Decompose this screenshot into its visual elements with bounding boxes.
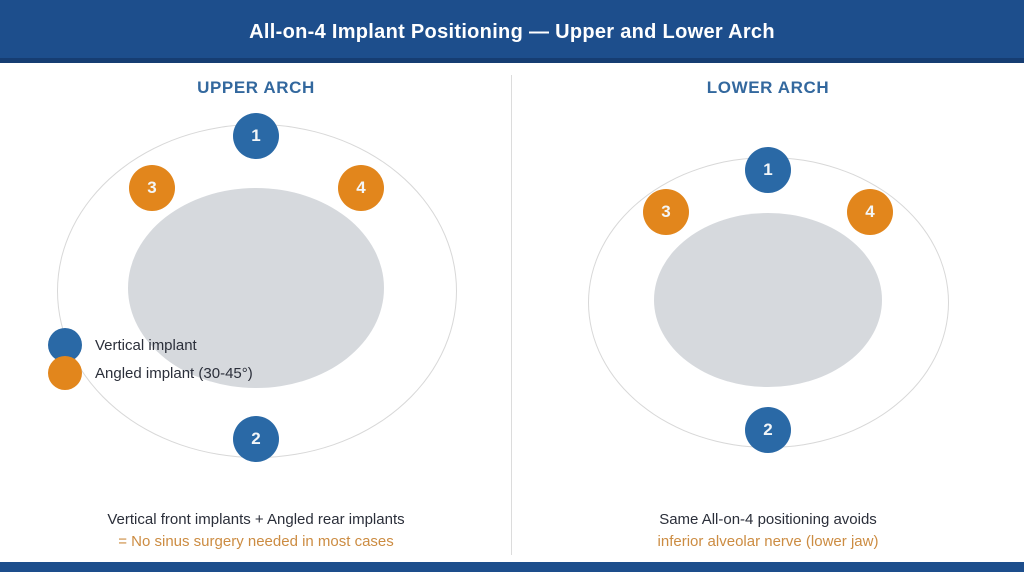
section-title-upper-arch: UPPER ARCH [197,78,315,97]
upper-arch-ridge-ellipse [128,188,384,388]
header-bar: All-on-4 Implant Positioning — Upper and… [0,0,1024,63]
implant-number: 1 [251,126,261,145]
implant-number: 4 [865,202,875,221]
implant-number: 1 [763,160,773,179]
lower-implant-marker-2: 2 [745,407,791,453]
lower-arch-ridge-ellipse [654,213,882,387]
caption-line-1: Same All-on-4 positioning avoids [659,511,877,528]
lower-implant-marker-3: 3 [643,189,689,235]
upper-implant-marker-4: 4 [338,165,384,211]
section-title-lower-arch: LOWER ARCH [706,78,830,97]
caption-line-1: Vertical front implants + Angled rear im… [107,511,405,528]
caption-line-2: = No sinus surgery needed in most cases [118,533,394,550]
implant-number: 3 [147,178,157,197]
implant-number: 2 [251,429,261,448]
footer-bar [0,562,1024,572]
lower-implant-marker-1: 1 [745,147,791,193]
lower-implant-marker-4: 4 [847,189,893,235]
implant-number: 2 [763,420,773,439]
caption-line-2: inferior alveolar nerve (lower jaw) [657,533,879,550]
lower-arch-caption: Same All-on-4 positioning avoids inferio… [512,509,1024,553]
upper-implant-marker-1: 1 [233,113,279,159]
upper-implant-marker-2: 2 [233,416,279,462]
implant-number: 4 [356,178,366,197]
legend-label: Angled implant (30-45°) [95,364,253,382]
page-title: All-on-4 Implant Positioning — Upper and… [249,20,775,43]
legend-item-angled: Angled implant (30-45°) [48,356,253,390]
panel-divider [511,75,512,555]
legend-label: Vertical implant [95,336,197,354]
upper-arch-caption: Vertical front implants + Angled rear im… [0,509,512,553]
legend-item-vertical: Vertical implant [48,328,253,362]
upper-implant-marker-3: 3 [129,165,175,211]
angled-implant-swatch-icon [48,356,82,390]
implant-number: 3 [661,202,671,221]
legend: Vertical implant Angled implant (30-45°) [48,328,253,390]
